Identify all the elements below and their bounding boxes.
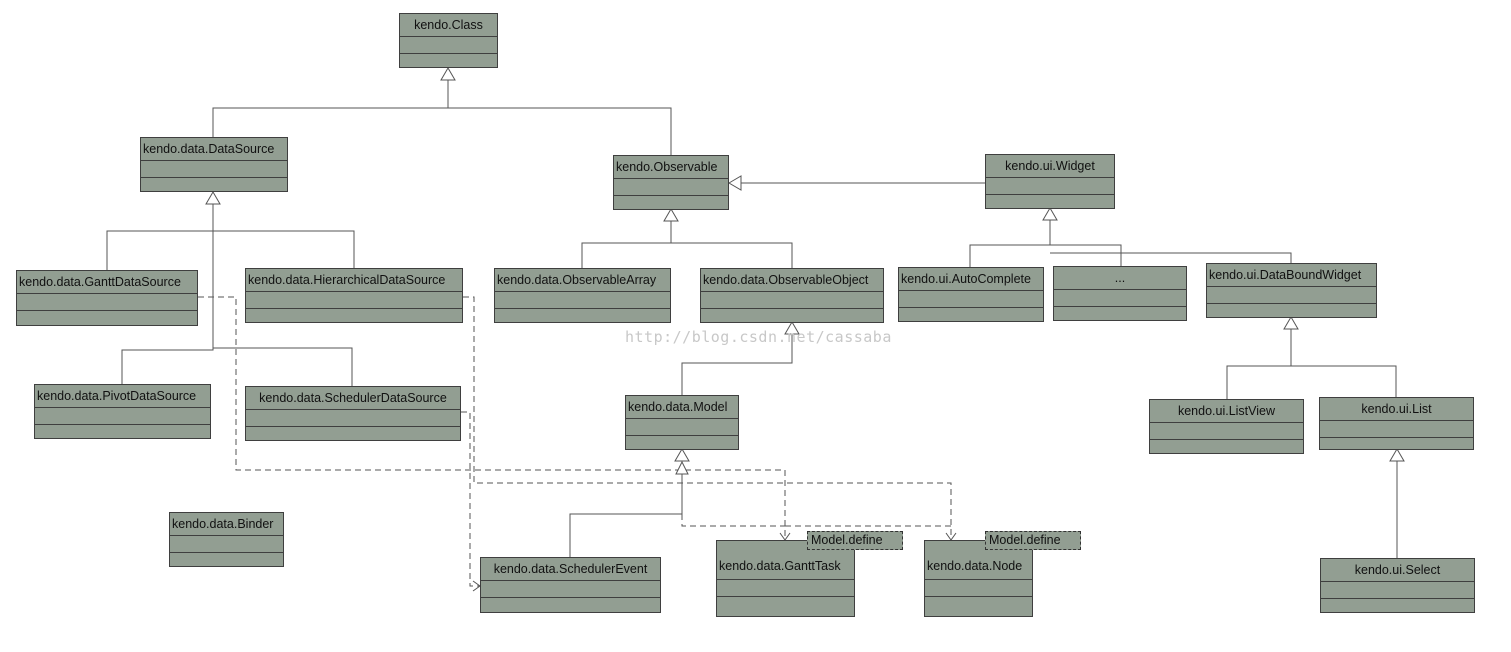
class-name: kendo.data.Binder bbox=[170, 513, 283, 536]
edge-pivot-ds-to-ds bbox=[121, 231, 214, 385]
class-name: kendo.Observable bbox=[614, 156, 728, 179]
class-pivot-data-source: kendo.data.PivotDataSource bbox=[34, 384, 211, 439]
class-data-node: kendo.data.Node bbox=[924, 540, 1033, 617]
edge-datasource-to-class bbox=[212, 80, 449, 140]
class-name: kendo.data.Node bbox=[925, 541, 1032, 580]
dep-model-to-gantttask bbox=[681, 474, 785, 527]
edge-list-to-databound bbox=[1291, 365, 1397, 398]
edge-listview-to-databound bbox=[1226, 329, 1292, 400]
class-data-bound-widget: kendo.ui.DataBoundWidget bbox=[1206, 263, 1377, 318]
class-scheduler-data-source: kendo.data.SchedulerDataSource bbox=[245, 386, 461, 441]
class-name: kendo.ui.Select bbox=[1321, 559, 1474, 582]
class-kendo-class: kendo.Class bbox=[399, 13, 498, 68]
class-ui-select: kendo.ui.Select bbox=[1320, 558, 1475, 613]
class-name: kendo.ui.Widget bbox=[986, 155, 1114, 178]
arrow-databound bbox=[1283, 316, 1299, 330]
arrow-class bbox=[440, 67, 456, 81]
class-name: kendo.ui.AutoComplete bbox=[899, 268, 1043, 291]
class-name: kendo.data.HierarchicalDataSource bbox=[246, 269, 462, 292]
arrow-model-2 bbox=[675, 460, 689, 475]
class-name: ... bbox=[1054, 267, 1186, 290]
class-name: kendo.ui.DataBoundWidget bbox=[1207, 264, 1376, 287]
class-hierarchical-data-source: kendo.data.HierarchicalDataSource bbox=[245, 268, 463, 323]
class-observable-object: kendo.data.ObservableObject bbox=[700, 268, 884, 323]
class-name: kendo.ui.List bbox=[1320, 398, 1473, 421]
edge-obs-object-to-observable bbox=[671, 242, 793, 268]
class-name: kendo.data.DataSource bbox=[141, 138, 287, 161]
class-name: kendo.data.ObservableObject bbox=[701, 269, 883, 292]
dep-hier-ds-to-node bbox=[463, 296, 952, 540]
edge-observable-to-class bbox=[448, 107, 672, 156]
edge-ellipsis-to-widget bbox=[1050, 244, 1122, 266]
gantt-task-stereotype-tag: Model.define bbox=[807, 531, 903, 550]
class-name: kendo.data.GanttTask bbox=[717, 541, 854, 580]
class-name: kendo.Class bbox=[400, 14, 497, 37]
arrow-list bbox=[1389, 448, 1405, 462]
class-data-source: kendo.data.DataSource bbox=[140, 137, 288, 192]
watermark: http://blog.csdn.net/cassaba bbox=[625, 328, 892, 346]
edge-obs-array-to-observable bbox=[581, 221, 672, 268]
class-name: kendo.data.GanttDataSource bbox=[17, 271, 197, 294]
class-list-view: kendo.ui.ListView bbox=[1149, 399, 1304, 454]
class-data-binder: kendo.data.Binder bbox=[169, 512, 284, 567]
dep-scheduler-ds-to-event bbox=[461, 411, 480, 587]
dep-gantt-ds-to-gantttask bbox=[198, 296, 786, 540]
edge-scheduler-event-to-model bbox=[569, 461, 683, 557]
node-stereotype-tag: Model.define bbox=[985, 531, 1081, 550]
class-auto-complete: kendo.ui.AutoComplete bbox=[898, 267, 1044, 322]
class-name: kendo.ui.ListView bbox=[1150, 400, 1303, 423]
class-name: kendo.data.PivotDataSource bbox=[35, 385, 210, 408]
edge-scheduler-ds-to-ds bbox=[213, 347, 353, 387]
class-name: kendo.data.SchedulerDataSource bbox=[246, 387, 460, 410]
edge-gantt-ds-to-ds bbox=[106, 204, 214, 271]
arrow-widget bbox=[1042, 207, 1058, 221]
class-name: kendo.data.ObservableArray bbox=[495, 269, 670, 292]
class-name: kendo.data.Model bbox=[626, 396, 738, 419]
arrow-datasource bbox=[205, 191, 221, 205]
class-observable: kendo.Observable bbox=[613, 155, 729, 210]
arrow-model bbox=[674, 448, 690, 462]
edge-model-to-obs-object bbox=[681, 334, 793, 396]
arrow-observable bbox=[663, 208, 679, 222]
class-data-model: kendo.data.Model bbox=[625, 395, 739, 450]
arrow-obs-object bbox=[784, 321, 800, 335]
class-gantt-data-source: kendo.data.GanttDataSource bbox=[16, 270, 198, 326]
edge-databound-to-widget bbox=[1050, 252, 1292, 264]
class-gantt-task: kendo.data.GanttTask bbox=[716, 540, 855, 617]
class-scheduler-event: kendo.data.SchedulerEvent bbox=[480, 557, 661, 613]
class-observable-array: kendo.data.ObservableArray bbox=[494, 268, 671, 323]
arrow-observable-side bbox=[728, 175, 742, 191]
edge-autocomplete-to-widget bbox=[969, 220, 1051, 268]
class-name: kendo.data.SchedulerEvent bbox=[481, 558, 660, 581]
class-ui-list: kendo.ui.List bbox=[1319, 397, 1474, 450]
class-ui-widget: kendo.ui.Widget bbox=[985, 154, 1115, 209]
class-ellipsis: ... bbox=[1053, 266, 1187, 321]
edge-hier-ds-to-ds bbox=[213, 230, 355, 268]
